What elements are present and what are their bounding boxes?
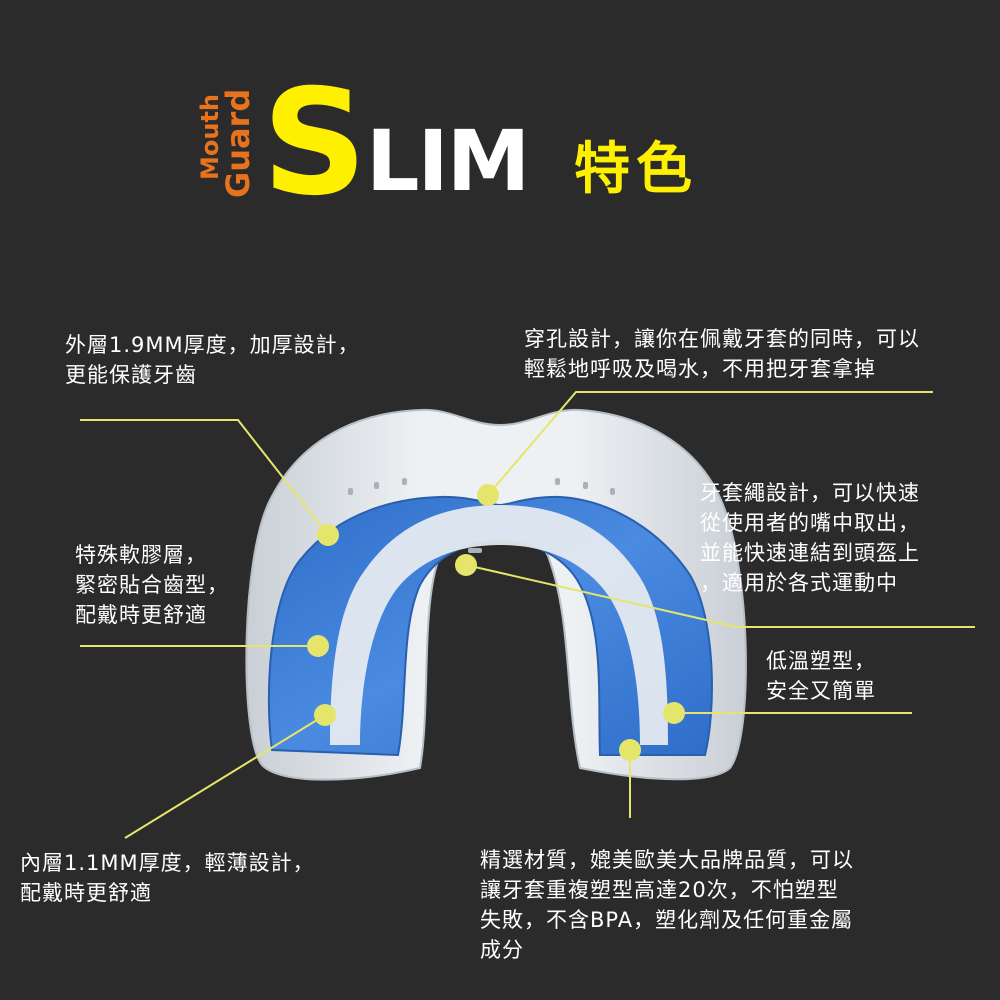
note-low-temp: 低溫塑型， 安全又簡單 [766, 649, 876, 703]
title-suffix: 特色 [574, 137, 698, 202]
breathing-holes [348, 478, 615, 553]
note-outer-layer: 外層1.9MM厚度，加厚設計， 更能保護牙齒 [65, 333, 360, 387]
title-rest: LIM [366, 112, 530, 210]
note-soft-gel: 特殊軟膠層， 緊密貼合齒型， 配戴時更舒適 [75, 543, 229, 627]
callout-dots [307, 484, 685, 761]
guard-inner-wall [330, 505, 668, 745]
note-inner-layer: 內層1.1MM厚度，輕薄設計， 配戴時更舒適 [20, 851, 315, 905]
callout-lines [80, 391, 975, 839]
note-strap: 牙套繩設計，可以快速 從使用者的嘴中取出， 並能快速連結到頭盔上 ，適用於各式運… [700, 481, 920, 595]
title-s: S [262, 58, 368, 228]
note-material: 精選材質，媲美歐美大品牌品質，可以 讓牙套重複塑型高達20次，不怕塑型 失敗，不… [480, 848, 854, 962]
note-breathing-holes: 穿孔設計，讓你在佩戴牙套的同時，可以 輕鬆地呼吸及喝水，不用把牙套拿掉 [524, 327, 920, 381]
